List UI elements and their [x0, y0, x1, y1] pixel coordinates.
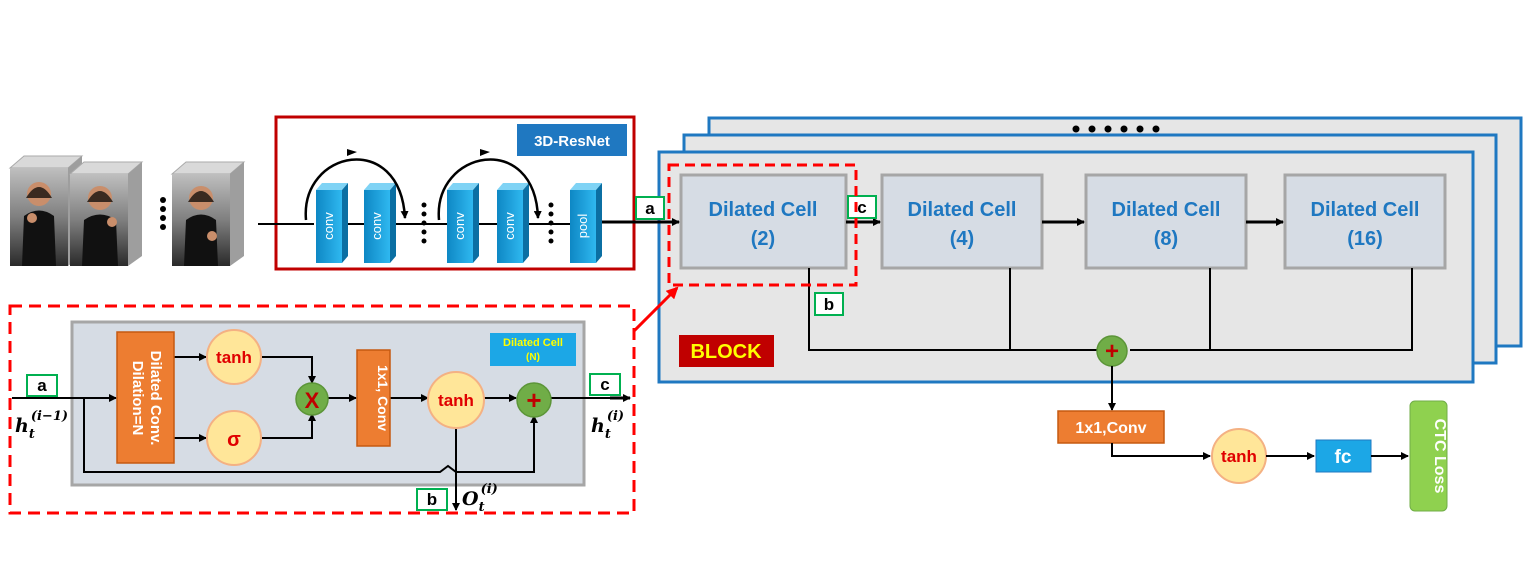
block-sum-symbol: +	[1105, 338, 1119, 365]
head-tanh-label: tanh	[1221, 447, 1257, 466]
tag-a-top-label: a	[645, 199, 655, 218]
ctc-loss-label: CTC Loss	[1431, 419, 1448, 494]
video-frame-3	[170, 161, 246, 266]
conv-label-3: conv	[452, 212, 467, 240]
dilated-cell-4: Dilated Cell (4)	[880, 173, 1044, 270]
tag-b-detail	[416, 488, 448, 511]
skip-connection-1	[304, 158, 409, 221]
cell-title-2: Dilated Cell	[908, 199, 1017, 221]
input-frames	[8, 155, 246, 266]
cell-title-1: Dilated Cell	[709, 199, 818, 221]
skip-connection-2	[437, 158, 542, 221]
cell-rate-1: (2)	[751, 228, 775, 250]
block-stack: Dilated Cell (2) Dilated Cell (4) Dilate…	[657, 116, 1523, 384]
video-frame-2	[68, 161, 144, 266]
dilated-conv-line2: Dilation=N	[129, 361, 146, 436]
cell-title-4: Dilated Cell	[1311, 199, 1420, 221]
multiply-symbol: X	[305, 388, 320, 413]
ellipsis-dots-2	[421, 202, 427, 244]
ctc-loss-box	[1409, 400, 1448, 512]
residual-sum-symbol: +	[526, 385, 541, 415]
output-head: 1x1,Conv tanh fc CTC Loss	[1057, 366, 1448, 512]
cell-rate-4: (16)	[1347, 228, 1383, 250]
detail-badge-line1: Dilated Cell	[503, 337, 563, 349]
tag-a-detail-label: a	[37, 376, 47, 395]
ellipsis-dots-3	[548, 202, 554, 244]
dilated-cell-8: Dilated Cell (8)	[1084, 173, 1248, 270]
block-label-box	[679, 335, 774, 367]
dilated-cell-detail: Dilated Cell (N) Dilated Conv.	[8, 304, 636, 515]
tanh-node-1	[206, 329, 262, 385]
dilated-conv-box	[116, 331, 175, 464]
tanh-label-2: tanh	[438, 391, 474, 410]
pool-label: pool	[575, 214, 590, 239]
cell-title-3: Dilated Cell	[1112, 199, 1221, 221]
block-label: BLOCK	[690, 341, 762, 363]
tag-c-detail	[589, 373, 621, 396]
cell-rate-3: (8)	[1154, 228, 1178, 250]
dilated-cell-16: Dilated Cell (16)	[1283, 173, 1447, 270]
cell-highlight	[667, 163, 858, 287]
tag-b-detail-label: b	[427, 490, 437, 509]
sigma-node	[206, 410, 262, 466]
conv-label-2: conv	[369, 212, 384, 240]
dilated-conv-line1: Dilated Conv.	[147, 351, 164, 446]
ellipsis-dots	[160, 197, 166, 230]
conv-label-4: conv	[502, 212, 517, 240]
conv-block-2: conv	[364, 183, 396, 263]
conv1x1-box	[356, 349, 391, 447]
head-conv-box	[1057, 410, 1165, 444]
fc-label: fc	[1335, 447, 1352, 468]
o-output-symbol: Ot(i)	[462, 482, 498, 515]
tag-b-top-label: b	[824, 295, 834, 314]
zoom-pointer-arrow	[628, 286, 679, 337]
residual-sum-node	[516, 382, 552, 418]
conv-block-3: conv	[447, 183, 479, 263]
tanh-node-2	[427, 371, 485, 429]
tag-a-detail	[26, 374, 58, 397]
conv1x1-label: 1x1, Conv	[375, 365, 391, 431]
head-conv-label: 1x1,Conv	[1075, 420, 1146, 437]
tag-b-top	[814, 292, 844, 316]
conv-label-1: conv	[321, 212, 336, 240]
video-frame-1	[8, 155, 84, 266]
conv-block-1: conv	[316, 183, 348, 263]
sigma-label: σ	[227, 429, 241, 451]
multiply-node	[295, 382, 329, 416]
pool-block: pool	[570, 183, 602, 263]
resnet-badge	[517, 124, 627, 156]
tag-a-top	[635, 196, 665, 220]
h-output-symbol: ht(i)	[591, 409, 624, 442]
resnet-module: 3D-ResNet conv conv conv	[258, 115, 636, 271]
skip-output-lines	[808, 268, 1413, 351]
cell-rate-2: (4)	[950, 228, 974, 250]
detail-badge	[490, 333, 576, 366]
resnet-badge-label: 3D-ResNet	[534, 133, 610, 150]
h-input-symbol: ht(i−1)	[15, 409, 68, 442]
dilated-cell-2: Dilated Cell (2)	[679, 173, 848, 270]
tag-c-top-label: c	[857, 198, 866, 217]
tag-c-top	[847, 195, 877, 219]
tag-c-detail-label: c	[600, 375, 609, 394]
fc-box	[1315, 439, 1372, 473]
conv-block-4: conv	[497, 183, 529, 263]
detail-badge-line2: (N)	[526, 352, 540, 363]
stack-ellipsis	[1072, 125, 1160, 133]
tanh-label-1: tanh	[216, 348, 252, 367]
